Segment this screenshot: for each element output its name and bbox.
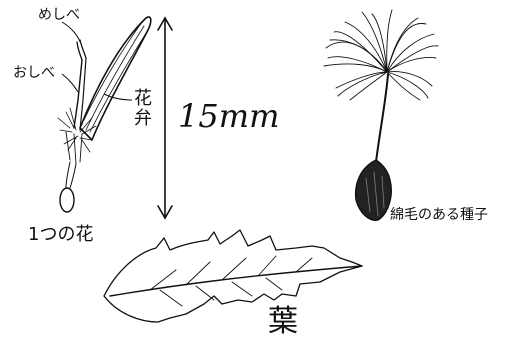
- label-one-flower: 1つの花: [28, 226, 93, 244]
- seed-body: [356, 160, 392, 220]
- seed-drawing: [324, 10, 438, 220]
- leaf-midrib: [110, 266, 362, 296]
- label-stamen: おしべ: [13, 66, 55, 80]
- ovary-shape: [60, 188, 74, 212]
- leaf-outline: [104, 230, 362, 322]
- seed-beak: [376, 74, 388, 162]
- pappus-hairs: [324, 10, 438, 100]
- length-arrow: [158, 18, 172, 218]
- label-leaf: 葉: [268, 307, 298, 337]
- label-pistil: めしべ: [38, 8, 80, 22]
- label-petal: 花弁: [132, 88, 150, 128]
- label-seed: 綿毛のある種子: [390, 208, 488, 222]
- leaf-drawing: [104, 230, 362, 322]
- label-length: 15mm: [178, 100, 279, 132]
